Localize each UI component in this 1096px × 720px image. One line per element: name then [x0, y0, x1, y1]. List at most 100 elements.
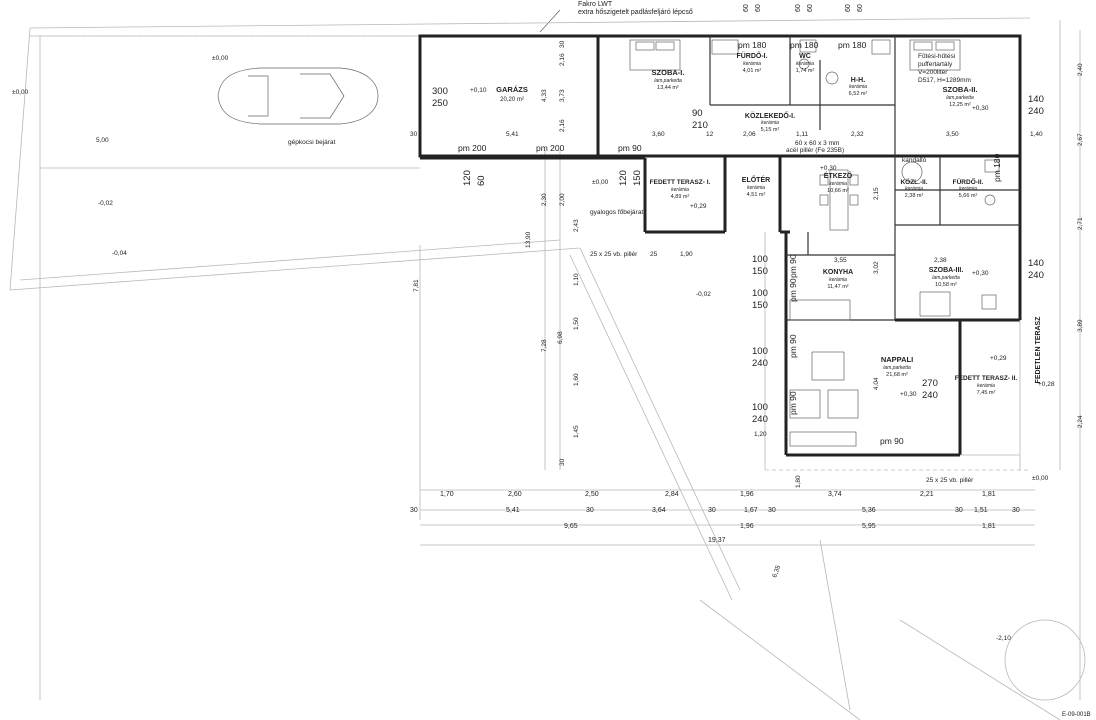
room-kozlekedo1: KÖZLEKEDŐ-I. kerámia 5,15 m²	[745, 111, 795, 133]
dim-row2: 1,51	[974, 507, 988, 514]
room-finish: lam.parketta	[883, 365, 911, 371]
window-labels: 300 250 140 240 140 240 270 240 100 240 …	[432, 86, 1044, 425]
room-name: SZOBA-I.	[652, 68, 685, 77]
room-name: KÖZL.-II.	[900, 177, 927, 186]
window-w: 100	[752, 254, 768, 265]
dim-row1: 2,60	[508, 491, 522, 498]
dim-label: 4,04	[873, 377, 880, 390]
misc-dimensions: 5,00 5,41 3,60 12 2,06 1,11 2,32 3,50 1,…	[96, 40, 1084, 578]
dim-label: 2,16	[559, 119, 566, 132]
level: -2,10	[996, 635, 1011, 642]
top-dim: 60	[845, 4, 852, 12]
door-label: pm 200	[458, 143, 487, 153]
dim-label: 2,30	[541, 193, 548, 206]
room-area: 6,52 m²	[849, 91, 868, 97]
window-w: 120	[618, 170, 629, 186]
dim-row1: 1,70	[440, 491, 454, 498]
dim-row1: 2,21	[920, 491, 934, 498]
dim-label: 2,32	[851, 131, 864, 138]
level: ±0,00	[1032, 475, 1049, 482]
room-finish: kerámia	[849, 84, 867, 90]
dim-row3: 1,96	[740, 523, 754, 530]
room-garazs: GARÁZS 20,20 m²	[496, 85, 528, 103]
dim-label: 3,55	[834, 257, 847, 264]
window-h: 150	[752, 300, 768, 311]
site-boundary	[9, 17, 1086, 720]
dim-label: 3,02	[873, 261, 880, 274]
level: +0,30	[972, 270, 989, 277]
room-kozl2: KÖZL.-II. kerámia 2,38 m²	[900, 177, 927, 199]
header-note-1: Fakro LWT	[578, 1, 613, 8]
room-nappali: NAPPALI lam.parketta 21,68 m²	[881, 355, 913, 378]
dim-label: 2,24	[1077, 415, 1084, 428]
window-w: 100	[752, 346, 768, 357]
boiler-note-1: Fűtési-hűtési	[918, 53, 955, 60]
room-finish: lam.parketta	[932, 275, 960, 281]
dim-label: 6,35	[771, 564, 782, 579]
dim-label: 3,60	[652, 131, 665, 138]
pillar-note-2: acél pillér (Fe 235B)	[786, 147, 844, 154]
level: +0,29	[690, 203, 707, 210]
room-area: 10,66 m²	[827, 188, 849, 194]
vb-pillar-note-2: 25 x 25 vb. pillér	[926, 477, 974, 484]
door-label: pm 90	[880, 436, 904, 446]
window-h: 210	[692, 120, 708, 131]
level: +0,30	[900, 391, 917, 398]
window-w: 140	[1028, 94, 1044, 105]
room-area: 4,01 m²	[743, 68, 762, 74]
window-h: 240	[752, 414, 768, 425]
top-dimension-labels: 60 60 60 60 60 60	[743, 4, 864, 12]
fireplace-note: kandalló	[902, 157, 927, 164]
dim-label: 1,20	[754, 431, 767, 438]
window-w: 300	[432, 86, 448, 97]
room-szoba3: SZOBA-III. lam.parketta 10,58 m²	[929, 267, 964, 288]
level: -0,02	[98, 200, 113, 207]
door-label: pm 90	[788, 254, 798, 278]
boiler-note-4: D517, H=1289mm	[918, 77, 971, 84]
dim-row1: 2,84	[665, 491, 679, 498]
door-label: pm 180	[992, 153, 1002, 182]
room-area: 10,58 m²	[935, 282, 957, 288]
window-w: 140	[1028, 258, 1044, 269]
dim-label: 2,71	[1077, 217, 1084, 230]
dim-label: 5,00	[96, 137, 109, 144]
level-marks: ±0,00 ±0,00 +0,10 -0,02 -0,04 ±0,00 +0,2…	[12, 55, 1055, 642]
room-name: H-H.	[851, 77, 865, 84]
window-h: 240	[922, 390, 938, 401]
door-label: pm 180	[790, 40, 819, 50]
room-finish: kerámia	[829, 277, 847, 283]
dim-label: 2,67	[1077, 133, 1084, 146]
door-label: pm 90	[788, 391, 798, 415]
room-furdo1: FÜRDŐ-I. kerámia 4,01 m²	[736, 51, 767, 74]
door-label: pm 90	[618, 143, 642, 153]
level: +0,29	[990, 355, 1007, 362]
window-h: 250	[432, 98, 448, 109]
dim-label: 6,98	[557, 331, 564, 344]
dim-total: 19,37	[708, 537, 726, 544]
room-fedett2: FEDETT TERASZ- II. kerámia 7,45 m²	[955, 375, 1018, 396]
room-konyha: KONYHA kerámia 11,47 m²	[823, 269, 853, 290]
room-name: SZOBA-II.	[943, 85, 978, 94]
dim-label: 1,11	[796, 131, 809, 138]
ped-entry-note: gyalogos főbejárat	[590, 209, 643, 216]
dim-row2: 5,36	[862, 507, 876, 514]
level: +0,30	[820, 165, 837, 172]
room-finish: kerámia	[671, 187, 689, 193]
room-name: WC	[799, 53, 811, 60]
room-area: 21,68 m²	[886, 372, 908, 378]
dim-row2: 30	[1012, 507, 1020, 514]
header-note-2: extra hőszigetelt padlásfeljáró lépcső	[578, 9, 693, 16]
level: -0,02	[696, 291, 711, 298]
window-h: 240	[1028, 270, 1044, 281]
dim-label: 1,60	[573, 373, 580, 386]
room-finish: lam.parketta	[946, 95, 974, 101]
room-finish: kerámia	[747, 185, 765, 191]
room-finish: kerámia	[959, 186, 977, 192]
dim-label: 30	[559, 458, 566, 466]
room-name: SZOBA-III.	[929, 267, 964, 274]
dim-row1: 1,81	[982, 491, 996, 498]
dim-row2: 30	[586, 507, 594, 514]
dim-row2: 30	[708, 507, 716, 514]
room-area: 11,47 m²	[827, 284, 848, 290]
dim-label: 30	[410, 131, 418, 138]
